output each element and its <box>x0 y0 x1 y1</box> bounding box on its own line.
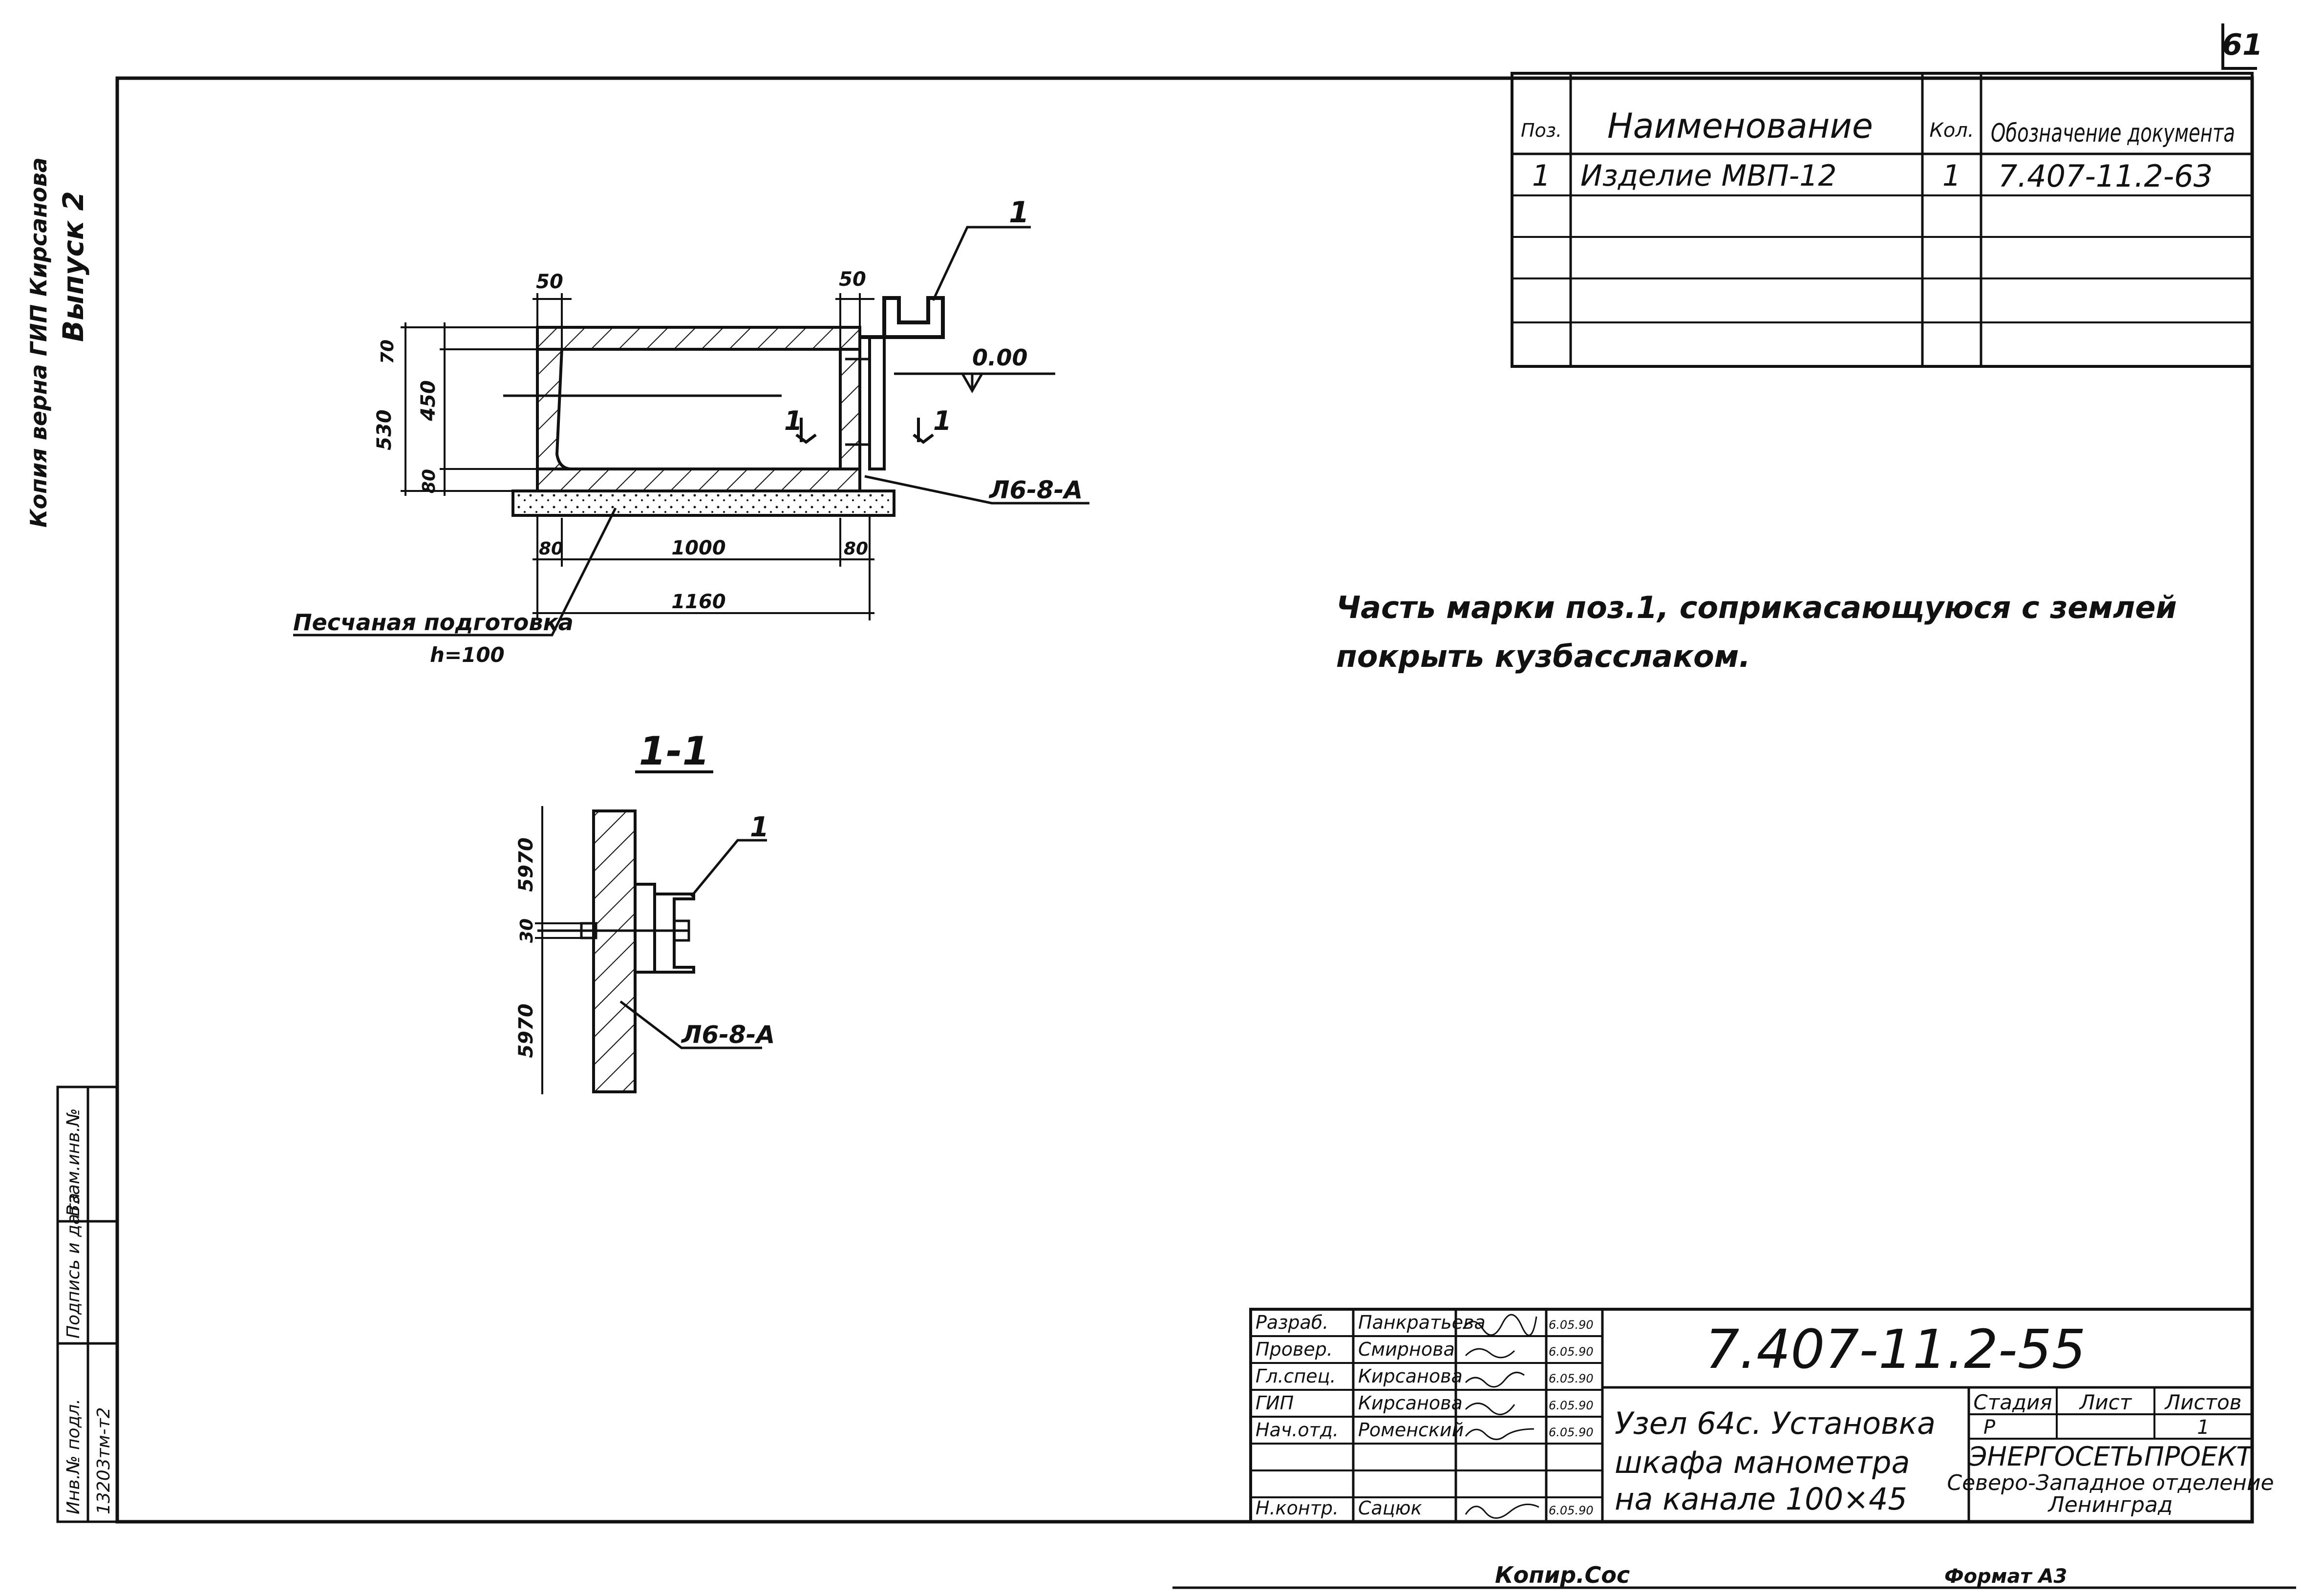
sheet-frame: 61 <box>115 23 2263 1524</box>
dim-bottom-mid: 1000 <box>671 537 725 559</box>
footer: Копир.Сос Формат А3 <box>1172 1562 2296 1589</box>
tb-role-2: Гл.спец. <box>1256 1365 1336 1387</box>
dim-side-middle: 450 <box>417 380 440 422</box>
tb-title-line-2: шкафа манометра <box>1615 1445 1910 1480</box>
dim-top-right: 50 <box>839 268 866 291</box>
spec-row-qty: 1 <box>1942 159 1961 193</box>
dim-bottom-right: 80 <box>844 539 868 559</box>
tb-name-3: Кирсанова <box>1358 1392 1463 1414</box>
dim-top-left: 50 <box>536 271 563 293</box>
signatures <box>1462 1314 1539 1519</box>
section-callout-leader <box>690 839 767 897</box>
tb-sheet-header: Лист <box>2079 1390 2132 1414</box>
tb-name-2: Кирсанова <box>1358 1365 1463 1387</box>
section-title: 1-1 <box>639 728 710 774</box>
sand-height: h=100 <box>430 643 505 667</box>
sheet-number: 61 <box>2222 28 2263 62</box>
tb-date-1: 6.05.90 <box>1549 1345 1594 1359</box>
section-mark-right: 1 <box>933 405 952 436</box>
stamp-cell-1: Подпись и дата <box>64 1193 84 1339</box>
note-line-1: Часть марки поз.1, соприкасающуюся с зем… <box>1336 590 2177 625</box>
channel-bottom-wall <box>536 468 861 492</box>
dim-bottom-total: 1160 <box>671 591 725 613</box>
plan-weld-label: Л6-8-А <box>988 476 1083 504</box>
tb-name-1: Смирнова <box>1358 1339 1455 1360</box>
channel-left-wall <box>536 348 572 470</box>
tb-org-3: Ленинград <box>2047 1492 2173 1517</box>
channel-right-wall <box>839 348 861 470</box>
section-callout-pos: 1 <box>750 811 769 843</box>
section-weld-label: Л6-8-А <box>681 1021 775 1049</box>
section-dim-top: 5970 <box>515 837 537 892</box>
dim-side-total: 530 <box>373 409 396 450</box>
tb-role-0: Разраб. <box>1256 1312 1328 1333</box>
inv-value: 13203тм-т2 <box>94 1407 114 1514</box>
tb-sheets: 1 <box>2197 1416 2209 1439</box>
tb-stage-header: Стадия <box>1973 1390 2052 1414</box>
dim-bottom-left: 80 <box>539 539 563 559</box>
footer-copied: Копир.Сос <box>1495 1562 1630 1588</box>
spec-header-name: Наименование <box>1607 106 1873 146</box>
section-view: 1-1 1 Л6-8-А 5970 30 5970 <box>515 728 775 1094</box>
channel-top-wall <box>536 326 861 351</box>
spec-row-doc: 7.407-11.2-63 <box>1998 158 2213 194</box>
tb-sheets-header: Листов <box>2164 1390 2242 1414</box>
section-plate <box>634 883 656 974</box>
tb-date-6: 6.05.90 <box>1549 1504 1594 1517</box>
plan-callout-pos: 1 <box>1009 195 1029 230</box>
spec-row-name: Изделие МВП-12 <box>1580 159 1837 193</box>
tb-code: 7.407-11.2-55 <box>1705 1318 2086 1381</box>
bracket-plate <box>868 336 886 470</box>
spec-header-qty: Кол. <box>1929 119 1974 142</box>
level-mark: 0.00 <box>972 344 1028 371</box>
tb-org-1: ЭНЕРГОСЕТЬПРОЕКТ <box>1968 1441 2255 1472</box>
tb-role-6: Н.контр. <box>1256 1497 1339 1519</box>
section-dim-bottom: 5970 <box>515 1003 537 1058</box>
sand-bed <box>511 489 895 517</box>
tb-title-line-1: Узел 64с. Установка <box>1615 1405 1936 1441</box>
tb-name-6: Сацюк <box>1358 1497 1422 1519</box>
tb-title-line-3: на канале 100×45 <box>1615 1481 1907 1517</box>
left-margin: Копия верна ГИП Кирсанова Выпуск 2 Взам.… <box>25 157 119 1523</box>
tb-date-3: 6.05.90 <box>1549 1399 1594 1412</box>
sand-leader <box>293 507 617 637</box>
sand-label: Песчаная подготовка <box>293 609 574 636</box>
plan-view: 1 0.00 1 1 Л6-8-А 50 50 70 530 4 <box>293 195 1089 667</box>
cabinet-bracket <box>860 296 945 339</box>
title-block: Разраб. Панкратьева 6.05.90 Провер. Смир… <box>1249 1308 2274 1523</box>
section-wall <box>592 809 637 1093</box>
spec-header-pos: Поз. <box>1521 120 1562 141</box>
tb-role-1: Провер. <box>1256 1339 1333 1360</box>
tb-stage: Р <box>1983 1416 1996 1439</box>
section-weld-leader <box>619 1000 762 1049</box>
section-dim-middle: 30 <box>517 918 537 943</box>
tb-org-2: Северо-Западное отделение <box>1947 1470 2274 1495</box>
weld-leader <box>864 475 1089 505</box>
stamp-cell-0: Взам.инв.№ <box>64 1108 84 1216</box>
spec-header-doc: Обозначение документа <box>1991 119 2235 148</box>
copy-note: Копия верна ГИП Кирсанова <box>25 157 52 528</box>
general-note: Часть марки поз.1, соприкасающуюся с зем… <box>1336 590 2177 674</box>
tb-date-4: 6.05.90 <box>1549 1426 1594 1439</box>
spec-table: Поз. Наименование Кол. Обозначение докум… <box>1511 72 2254 368</box>
note-line-2: покрыть кузбасслаком. <box>1336 638 1750 674</box>
spec-row-pos: 1 <box>1532 159 1551 193</box>
section-mark-left: 1 <box>784 405 803 436</box>
dim-side-top: 70 <box>378 340 398 364</box>
tb-role-3: ГИП <box>1256 1392 1294 1414</box>
footer-format: Формат А3 <box>1944 1565 2067 1588</box>
tb-name-0: Панкратьева <box>1358 1312 1486 1333</box>
tb-role-4: Нач.отд. <box>1256 1419 1339 1441</box>
dim-side-bottom: 80 <box>419 469 439 493</box>
tb-date-2: 6.05.90 <box>1549 1372 1594 1385</box>
issue-label: Выпуск 2 <box>57 191 90 342</box>
callout-leader <box>932 226 1031 301</box>
tb-date-0: 6.05.90 <box>1549 1318 1594 1332</box>
inventory-stamp: Взам.инв.№ Подпись и дата Инв.№ подл. 13… <box>56 1085 119 1523</box>
tb-name-4: Роменский <box>1358 1419 1464 1441</box>
stamp-cell-2: Инв.№ подл. <box>64 1399 84 1514</box>
